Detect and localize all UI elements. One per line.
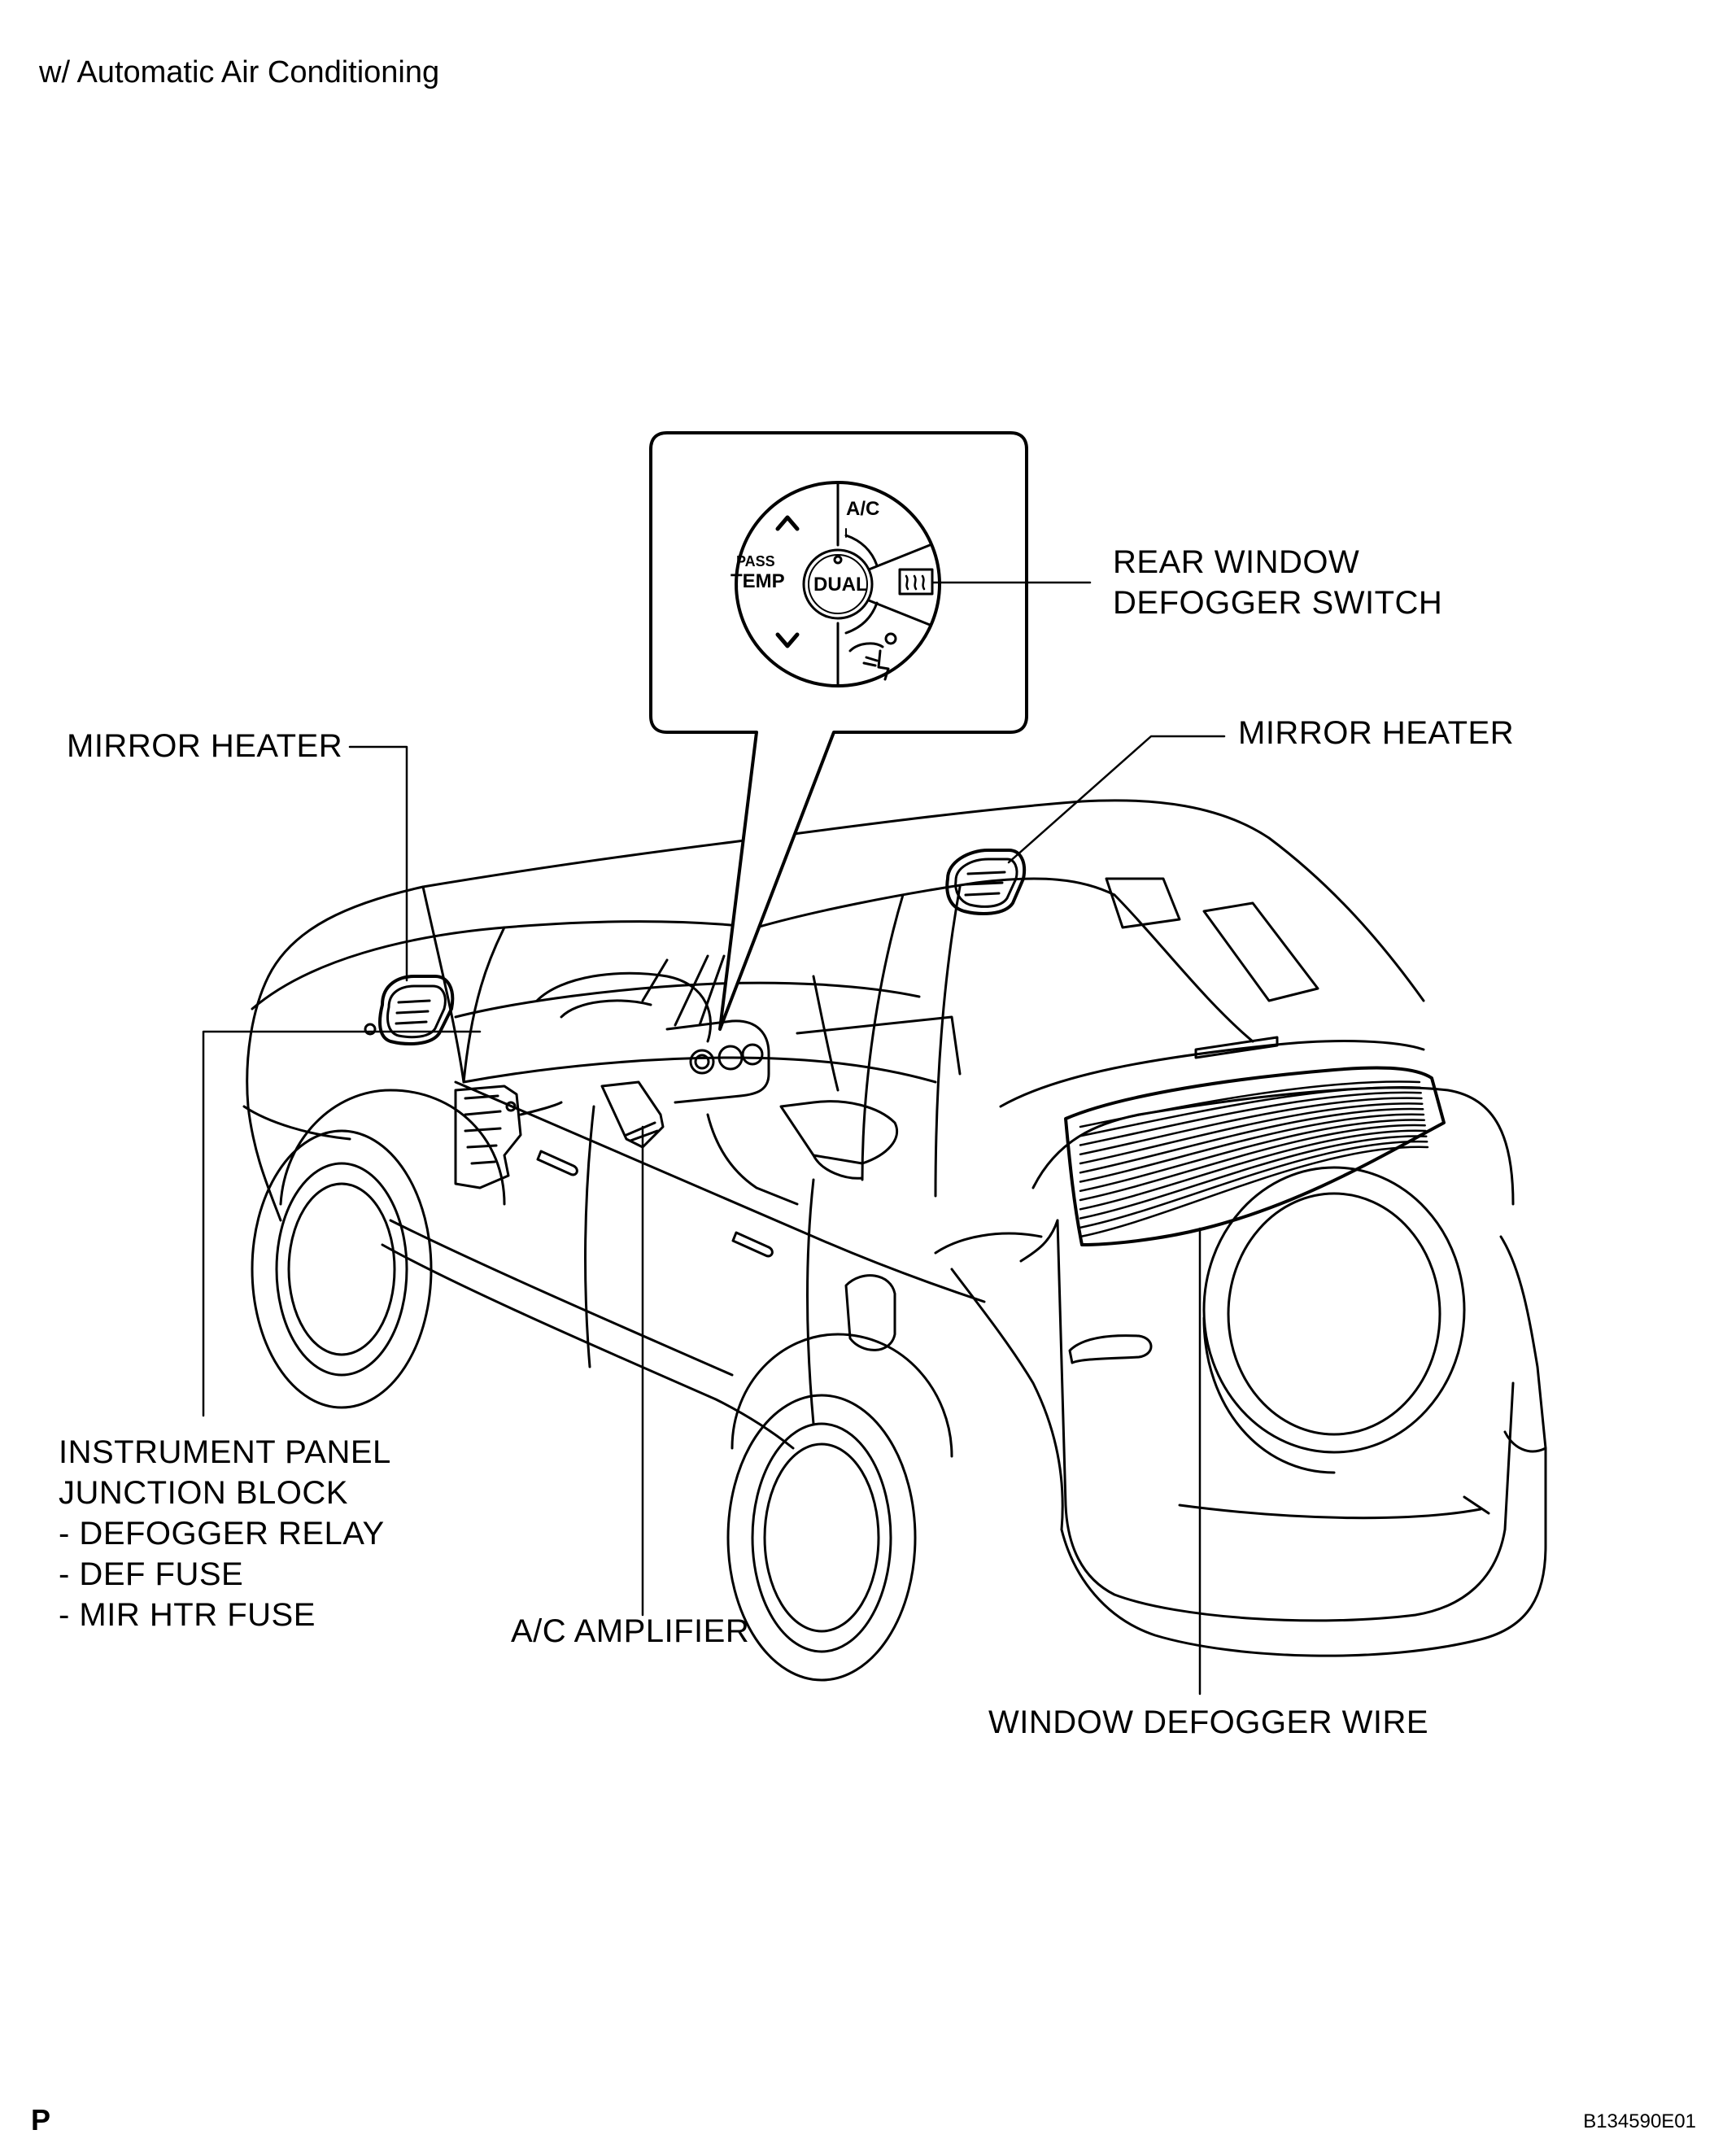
figure-id: B134590E01	[1583, 2110, 1696, 2132]
defogger-wire-line	[1079, 1124, 1426, 1202]
callout-line: - DEF FUSE	[59, 1556, 244, 1592]
callout-line: REAR WINDOW	[1113, 544, 1360, 580]
up-arrow-icon	[775, 515, 800, 531]
defogger-wire-line	[1079, 1086, 1422, 1137]
callout-line: JUNCTION BLOCK	[59, 1475, 348, 1511]
callout-mirror-heater-right: MIRROR HEATER	[1238, 715, 1515, 751]
ac-label: A/C	[846, 498, 879, 520]
callout-ac-amplifier: A/C AMPLIFIER	[511, 1613, 750, 1649]
defogger-wire-line	[1079, 1091, 1422, 1146]
callout-line: - MIR HTR FUSE	[59, 1597, 316, 1633]
page-subtitle: w/ Automatic Air Conditioning	[39, 55, 440, 89]
callout-instrument-panel-junction-block: INSTRUMENT PANEL JUNCTION BLOCK - DEFOGG…	[59, 1432, 391, 1635]
dual-label: DUAL	[813, 574, 868, 596]
defogger-wire-line	[1079, 1107, 1424, 1174]
callout-line: - DEFOGGER RELAY	[59, 1516, 385, 1552]
down-arrow-icon	[775, 632, 800, 648]
leader-lines	[202, 581, 1226, 1696]
defogger-wire-line	[1079, 1119, 1426, 1193]
control-panel-inset: A/C PASS TEMP DUAL	[649, 431, 1028, 1031]
temp-label: TEMP	[731, 570, 785, 592]
defogger-wire-line	[1079, 1102, 1424, 1165]
callout-rear-window-defogger-switch: REAR WINDOW DEFOGGER SWITCH	[1113, 542, 1442, 623]
defogger-wire-line	[1079, 1080, 1421, 1128]
defogger-wire-line	[1079, 1135, 1428, 1220]
callout-window-defogger-wire: WINDOW DEFOGGER WIRE	[988, 1704, 1429, 1740]
defogger-wire-line	[1079, 1140, 1428, 1229]
callout-line: INSTRUMENT PANEL	[59, 1434, 391, 1470]
air-recirculation-person-icon	[848, 632, 897, 681]
pass-label: PASS	[736, 553, 775, 570]
defogger-wire-line	[1079, 1097, 1423, 1156]
vehicle-outline	[242, 799, 1547, 1682]
defogger-wire-line	[1079, 1146, 1429, 1238]
section-code: P	[31, 2103, 50, 2136]
defogger-wire-line	[1079, 1113, 1425, 1183]
callout-line: DEFOGGER SWITCH	[1113, 585, 1443, 621]
callout-mirror-heater-left: MIRROR HEATER	[67, 728, 343, 764]
defogger-grid-lines	[1079, 1080, 1429, 1238]
defogger-wire-line	[1079, 1129, 1427, 1211]
